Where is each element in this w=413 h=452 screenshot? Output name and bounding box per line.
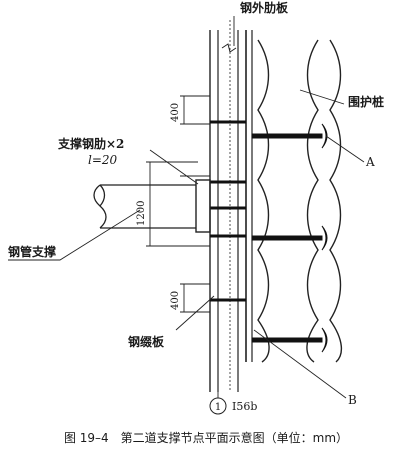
anchor-bar-3 [251,337,323,343]
leader-pile [299,89,345,105]
figure-caption: 图 19–4 第二道支撑节点平面示意图（单位：mm） [64,430,348,445]
label-steel-pipe-support: 钢管支撑 [8,244,56,259]
dim-text-1200: 1200 [136,201,147,226]
retaining-piles [257,39,343,363]
label-batten-plate: 钢缀板 [128,334,165,349]
label-rib-length: l=20 [88,153,118,167]
leader-a [325,135,365,163]
axis-marker-circle [209,397,227,415]
anchor-bar-1 [251,133,323,139]
label-section: I56b [232,400,257,413]
pile-right-outline [306,39,319,363]
batten-plates [210,120,246,302]
anchor-head-1 [321,123,328,149]
leader-pipe [8,209,141,261]
steel-pipe-support [93,175,211,233]
anchor-head-2 [321,225,328,251]
leader-batten [175,295,215,331]
leader-lines [8,16,365,399]
anchor-bar-2 [251,235,323,241]
anchor-head-3 [321,327,328,353]
pile-anchors [251,123,328,353]
end-plate [195,179,211,233]
callout-a: A [365,155,375,169]
pipe-break-end-inner [99,184,106,207]
label-support-rib: 支撑钢肋×2 [57,136,124,151]
dim-text-400-bottom: 400 [170,291,181,310]
pile-far-right-outline [329,39,343,363]
dim-text-400-top: 400 [170,103,181,122]
leader-b [253,329,347,399]
label-retaining-pile: 围护桩 [348,94,384,109]
pile-left-outline [257,39,270,363]
callout-b: B [348,393,357,407]
dimension-lines [146,95,210,313]
axis-marker-number: 1 [215,402,221,413]
label-outer-rib-plate: 钢外肋板 [240,0,289,15]
leader-support-rib [149,149,199,185]
break-mark-top [221,43,237,53]
waler-beam [209,20,253,392]
